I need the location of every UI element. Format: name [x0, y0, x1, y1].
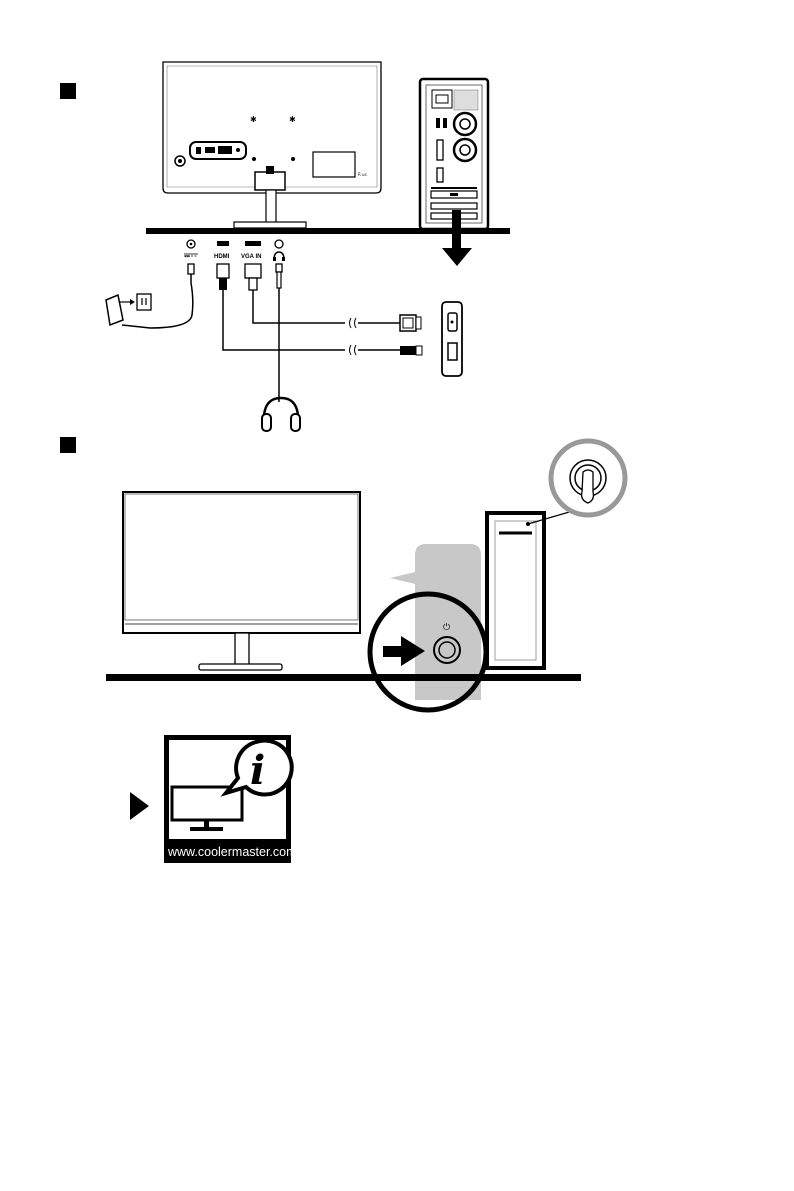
- headphones-icon: [262, 398, 300, 431]
- info-url: www.coolermaster.com: [167, 845, 297, 859]
- monitor-back-view: ✱ ✱ R us: [163, 62, 381, 228]
- monitor-port-row: ⎓ HDMI VGA IN: [184, 240, 285, 261]
- svg-text:✱: ✱: [250, 115, 257, 124]
- pc-tower-back: [420, 79, 488, 229]
- wall-outlet-icon: [137, 294, 151, 310]
- monitor-front-view: [123, 492, 360, 670]
- step-marker-2: [60, 437, 76, 453]
- vga-label: VGA IN: [241, 254, 261, 260]
- hdmi-label: HDMI: [214, 254, 230, 260]
- pc-tower-front: [487, 508, 583, 668]
- svg-text:R us: R us: [358, 172, 367, 177]
- cable-connections: [106, 264, 422, 431]
- info-letter: i: [250, 747, 265, 794]
- finger-press-icon: [582, 470, 594, 503]
- info-arrow-icon: [130, 792, 149, 820]
- label-area: [313, 152, 355, 177]
- desk-surface: [106, 674, 581, 681]
- audio-port-icon: [275, 240, 283, 248]
- power-adapter-icon: [106, 294, 151, 325]
- vga-port-icon: [245, 241, 261, 246]
- svg-text:✱: ✱: [289, 115, 296, 124]
- power-symbol-icon: ⏻: [443, 622, 450, 633]
- monitor-power-zoom: ⏻: [370, 544, 486, 710]
- pc-port-detail: [442, 302, 462, 376]
- pc-power-button-callout: [551, 441, 625, 515]
- step-marker-1: [60, 83, 76, 99]
- hdmi-port-icon: [217, 241, 229, 246]
- info-box: i www.coolermaster.com: [164, 735, 297, 863]
- svg-text:⎓: ⎓: [185, 254, 190, 260]
